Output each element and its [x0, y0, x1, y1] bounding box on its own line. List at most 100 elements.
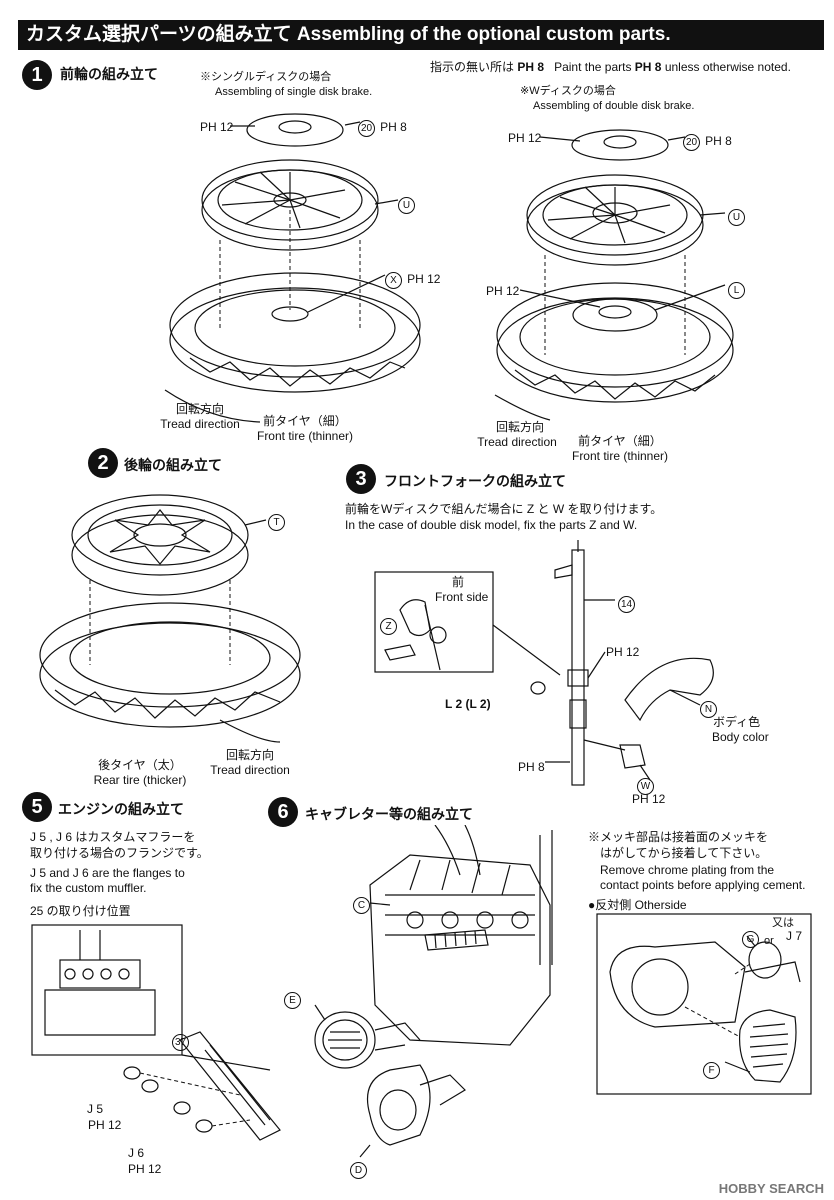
part-l-badge: L: [728, 282, 745, 299]
label-part-l2: L 2 (L 2): [445, 697, 491, 711]
front-tire-jp-2: 前タイヤ（細）: [578, 434, 662, 448]
part-14-badge: 14: [618, 596, 635, 613]
part-e-badge: E: [284, 992, 301, 1009]
tread-direction-jp-1: 回転方向: [175, 402, 224, 416]
label-ph12-w: PH 12: [632, 792, 666, 806]
part-d-badge: D: [350, 1162, 367, 1179]
rear-tire-jp: 後タイヤ（太）: [98, 758, 182, 772]
label-part-w: W: [637, 774, 654, 795]
label-ph12-fork: PH 12: [606, 645, 640, 659]
double-disk-wheel-diagram: [494, 129, 734, 421]
step-5-note-en-1: J 5 and J 6 are the flanges to: [30, 866, 185, 880]
step-3-title: フロントフォークの組み立て: [384, 474, 566, 490]
step-2-number: 2: [88, 448, 118, 478]
tread-direction-en-1: Tread direction: [160, 417, 240, 431]
otherside-label: ●反対側 Otherside: [588, 898, 687, 912]
step-5-title: エンジンの組み立て: [58, 802, 184, 818]
tread-direction-en-3: Tread direction: [210, 763, 290, 777]
part-f-badge: F: [703, 1062, 720, 1079]
step-1-title: 前輪の組み立て: [60, 67, 158, 83]
front-fork-diagram: [374, 540, 714, 786]
single-disk-note-en: Assembling of single disk brake.: [215, 86, 373, 98]
engine-flange-diagram: [31, 924, 281, 1141]
step-2-title: 後輪の組み立て: [124, 458, 222, 474]
label-ph12-j5: PH 12: [88, 1118, 122, 1132]
watermark: HOBBY SEARCH: [718, 1181, 824, 1196]
part-w-badge: W: [637, 778, 654, 795]
step-6-title: キャブレター等の組み立て: [305, 807, 473, 823]
label-part-g: G: [742, 927, 759, 948]
front-side-en: Front side: [435, 590, 489, 604]
step-5-note-jp-2: 取り付ける場合のフランジです。: [30, 846, 209, 860]
step-3-note-jp: 前輪をWディスクで組んだ場合に Z と W を取り付けます。: [345, 502, 663, 516]
front-side-jp: 前: [452, 575, 465, 589]
step-6-number: 6: [268, 797, 298, 827]
tread-direction-jp-2: 回転方向: [495, 420, 544, 434]
label-j5: J 5: [87, 1102, 104, 1116]
label-part-f: F: [703, 1058, 720, 1079]
label-ph12-j6: PH 12: [128, 1162, 162, 1176]
label-part-e: E: [284, 988, 301, 1009]
label-part-l: L: [728, 278, 745, 299]
part-t-badge: T: [268, 514, 285, 531]
label-part-20-double: 20 PH 8: [683, 130, 732, 151]
otherside-diagram: [596, 913, 812, 1095]
label-part-14: 14: [618, 592, 635, 613]
page-title: カスタム選択パーツの組み立て Assembling of the optiona…: [18, 20, 824, 50]
label-j7: J 7: [786, 929, 803, 943]
part-n-badge: N: [700, 701, 717, 718]
part-37-badge: 37: [172, 1034, 189, 1051]
step-5-note-en-2: fix the custom muffler.: [30, 881, 147, 895]
or-en: or: [764, 935, 774, 947]
double-disk-note-jp: ※Wディスクの場合: [520, 85, 616, 97]
part-z-badge: Z: [380, 618, 397, 635]
tread-direction-jp-3: 回転方向: [225, 748, 274, 762]
single-disk-wheel-diagram: [164, 113, 421, 423]
step-3-note-en: In the case of double disk model, fix th…: [345, 518, 638, 532]
front-tire-en-1: Front tire (thinner): [256, 429, 354, 443]
label-part-x: X PH 12: [385, 268, 440, 289]
tread-direction-en-2: Tread direction: [477, 435, 557, 449]
step-5-number: 5: [22, 792, 52, 822]
front-tire-en-2: Front tire (thinner): [571, 449, 669, 463]
label-ph12-x: PH 12: [407, 272, 441, 286]
label-ph8: PH 8: [380, 120, 407, 134]
body-color-en: Body color: [712, 730, 769, 744]
label-part-d: D: [350, 1158, 367, 1179]
part-20-badge: 20: [358, 120, 375, 137]
label-part-u-double: U: [728, 205, 745, 226]
rear-wheel-diagram: [39, 494, 301, 743]
double-disk-note-en: Assembling of double disk brake.: [533, 100, 695, 112]
label-ph12-double: PH 12: [508, 131, 542, 145]
single-disk-note-jp: ※シングルディスクの場合: [200, 71, 332, 83]
engine-carburetor-diagram: [314, 825, 553, 1158]
label-part-c: C: [353, 893, 370, 914]
part-u-badge: U: [398, 197, 415, 214]
rear-tire-en: Rear tire (thicker): [93, 773, 187, 787]
label-part-t: T: [268, 510, 285, 531]
step-5-note-jp-1: J 5 , J 6 はカスタムマフラーを: [30, 830, 196, 844]
step-3-number: 3: [346, 464, 376, 494]
label-part-z: Z: [380, 614, 397, 635]
label-part-37: 37: [172, 1030, 189, 1051]
label-ph8-fork: PH 8: [518, 760, 545, 774]
paint-note: 指示の無い所は PH 8 Paint the parts PH 8 unless…: [430, 60, 791, 74]
mount-position-label: 25 の取り付け位置: [30, 904, 131, 918]
chrome-note-en-1: Remove chrome plating from the: [600, 863, 775, 877]
label-part-n: N: [700, 697, 717, 718]
label-ph12: PH 12: [200, 120, 234, 134]
label-ph8-double: PH 8: [705, 134, 732, 148]
part-c-badge: C: [353, 897, 370, 914]
or-jp: 又は: [772, 917, 794, 929]
part-g-badge: G: [742, 931, 759, 948]
chrome-note-jp-2: はがしてから接着して下さい。: [600, 846, 768, 860]
front-tire-jp-1: 前タイヤ（細）: [263, 414, 347, 428]
chrome-note-jp-1: ※メッキ部品は接着面のメッキを: [588, 830, 769, 844]
part-20-double-badge: 20: [683, 134, 700, 151]
label-ph12-l: PH 12: [486, 284, 520, 298]
body-color-jp: ボディ色: [713, 715, 761, 729]
step-1-number: 1: [22, 60, 52, 90]
part-x-badge: X: [385, 272, 402, 289]
part-u-double-badge: U: [728, 209, 745, 226]
label-j6: J 6: [128, 1146, 145, 1160]
